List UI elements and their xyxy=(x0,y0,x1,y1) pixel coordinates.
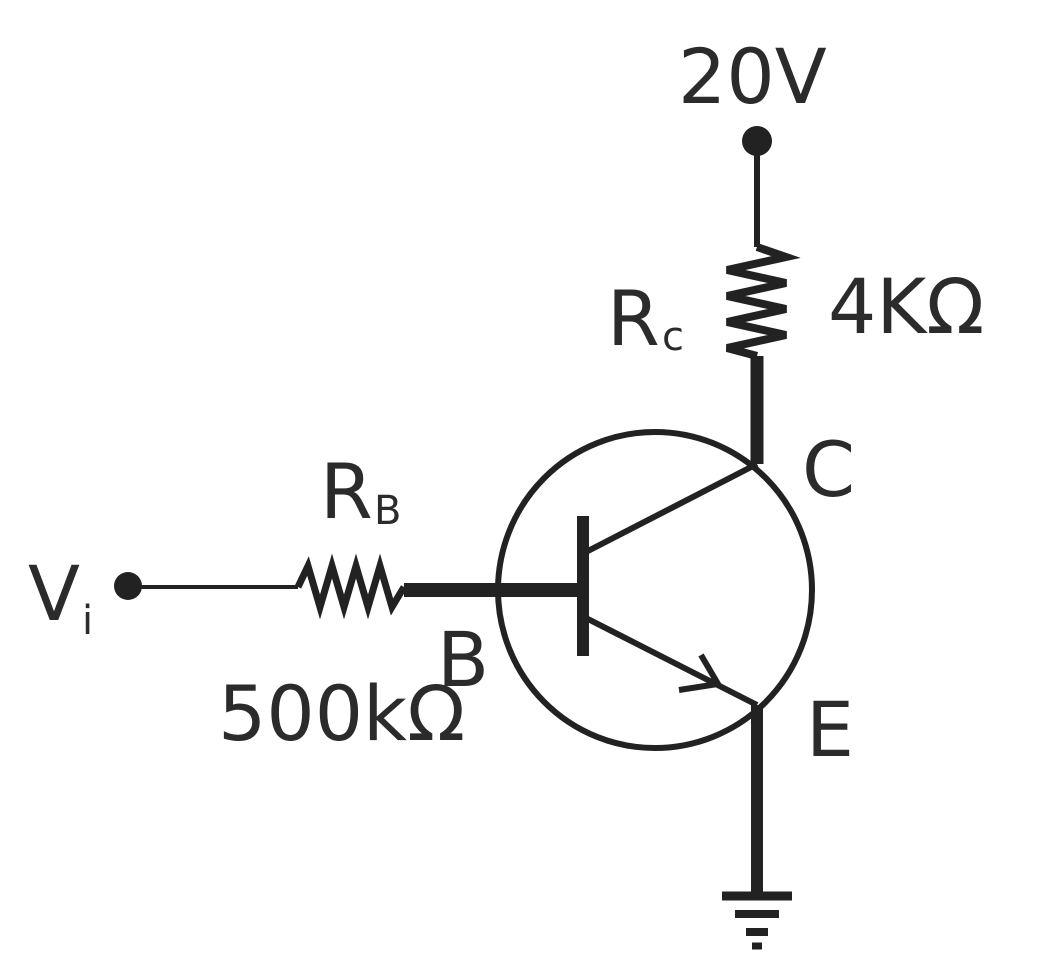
base-resistor-subscript: B xyxy=(374,488,401,534)
supply-label: 20V xyxy=(678,32,827,121)
collector-resistor xyxy=(725,243,801,360)
input-symbol: V xyxy=(28,549,80,638)
collector-terminal-label: C xyxy=(802,425,855,514)
base-resistor xyxy=(294,553,408,620)
collector-resistor-symbol: R xyxy=(607,274,660,363)
collector-resistor-value: 4KΩ xyxy=(828,262,984,351)
base-resistor-symbol: R xyxy=(320,447,373,536)
ground-icon xyxy=(722,891,792,950)
base-terminal-label: B xyxy=(437,615,489,704)
base-resistor-value: 500kΩ xyxy=(218,669,465,758)
emitter-terminal-label: E xyxy=(806,685,854,774)
emitter-arrow xyxy=(678,653,723,693)
input-subscript: i xyxy=(82,598,93,644)
collector-lead xyxy=(584,461,759,555)
emitter-lead xyxy=(584,615,759,708)
collector-resistor-subscript: c xyxy=(662,314,684,360)
